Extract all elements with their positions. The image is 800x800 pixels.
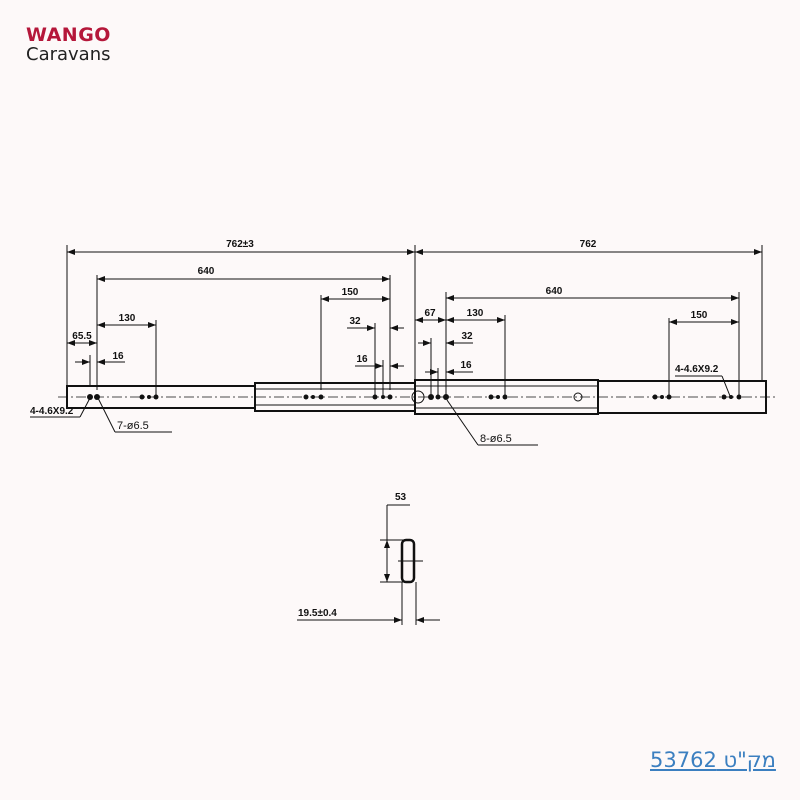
slot-right-label: 4-4.6X9.2 xyxy=(675,364,719,375)
section-height-label: 53 xyxy=(395,492,407,503)
brand-line1: WANGO xyxy=(26,24,111,46)
dim-right-overall: 762 xyxy=(580,239,597,250)
holes-left-label: 7-ø6.5 xyxy=(117,420,149,432)
dim-left-150: 150 xyxy=(342,287,359,298)
dim-left-16a: 16 xyxy=(112,351,124,362)
dim-left-32: 32 xyxy=(349,316,361,327)
section-thickness-label: 19.5±0.4 xyxy=(298,608,337,619)
dim-left-overall: 762±3 xyxy=(226,239,254,250)
holes-right-label: 8-ø6.5 xyxy=(480,433,512,445)
dim-left-640: 640 xyxy=(198,266,215,277)
dim-right-16: 16 xyxy=(460,360,472,371)
dim-67: 67 xyxy=(424,308,436,319)
brand-logo: WANGO Caravans xyxy=(24,18,134,66)
dim-right-32: 32 xyxy=(461,331,473,342)
dim-right-640: 640 xyxy=(546,286,563,297)
dim-left-16b: 16 xyxy=(356,354,368,365)
dim-right-130: 130 xyxy=(467,308,484,319)
dim-right-150: 150 xyxy=(691,310,708,321)
dim-65-5: 65.5 xyxy=(72,331,92,342)
slot-left-label: 4-4.6X9.2 xyxy=(30,406,74,417)
brand-line2: Caravans xyxy=(26,44,111,65)
dim-left-130: 130 xyxy=(119,313,136,324)
sku-link[interactable]: מק"ט 53762 xyxy=(650,748,776,772)
